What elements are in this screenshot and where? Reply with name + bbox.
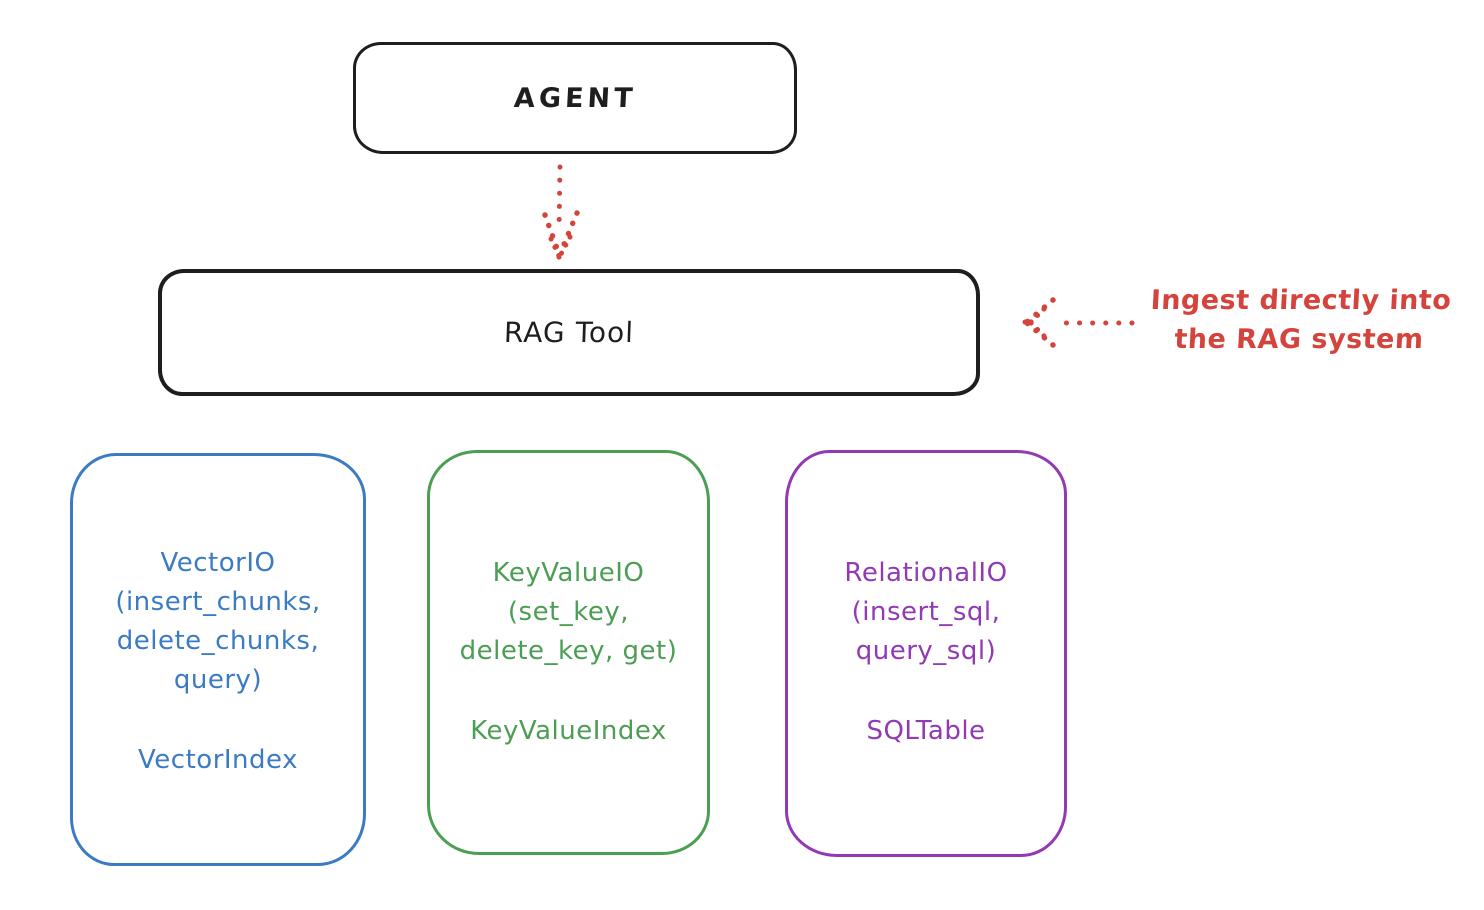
agent-to-rag-arrow (542, 164, 580, 260)
keyvalue-index-label: KeyValueIndex (470, 716, 667, 746)
ingest-arrow (1022, 297, 1135, 348)
relational-io-box: RelationalIO (insert_sql, query_sql) SQL… (785, 450, 1067, 857)
ingest-annotation: Ingest directly into the RAG system (1128, 281, 1472, 359)
agent-box: AGENT (353, 42, 797, 154)
vector-index-label: VectorIndex (138, 745, 298, 775)
ingest-annotation-line1: Ingest directly into (1149, 285, 1453, 316)
module-line: delete_chunks, (116, 626, 320, 656)
module-line: KeyValueIO (492, 558, 645, 588)
keyvalue-io-text: KeyValueIO (set_key, delete_key, get) Ke… (430, 554, 707, 751)
rag-tool-label: RAG Tool (503, 316, 635, 349)
module-line: RelationalIO (844, 558, 1008, 588)
module-line: (insert_chunks, (115, 587, 321, 617)
agent-label: AGENT (512, 82, 638, 114)
vector-io-box: VectorIO (insert_chunks, delete_chunks, … (70, 453, 366, 866)
vector-io-text: VectorIO (insert_chunks, delete_chunks, … (73, 544, 363, 780)
relational-io-text: RelationalIO (insert_sql, query_sql) SQL… (788, 554, 1064, 751)
module-line: query) (173, 665, 263, 695)
module-line: delete_key, get) (459, 636, 678, 666)
module-line: query_sql) (855, 636, 997, 666)
module-line: VectorIO (160, 548, 276, 578)
module-line: (set_key, (507, 597, 630, 627)
rag-tool-box: RAG Tool (158, 269, 980, 396)
module-line: (insert_sql, (851, 597, 1001, 627)
sql-table-label: SQLTable (866, 716, 986, 746)
keyvalue-io-box: KeyValueIO (set_key, delete_key, get) Ke… (427, 450, 710, 855)
ingest-annotation-line2: the RAG system (1173, 324, 1425, 355)
